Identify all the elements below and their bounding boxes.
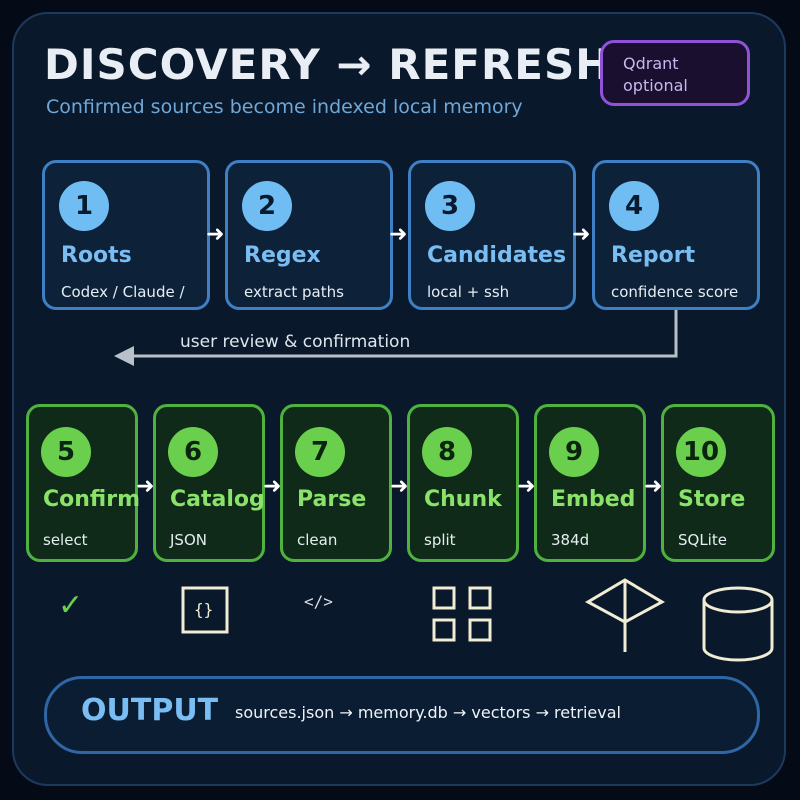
step-roots: 1 Roots Codex / Claude / [42,160,210,310]
step-name: Chunk [424,487,502,512]
flow-arrow-icon: ➜ [517,474,536,499]
badge-line-1: Qdrant [623,54,679,73]
flow-arrow-icon: ➜ [263,474,282,499]
step-regex: 2 Regex extract paths [225,160,393,310]
step-number: 1 [59,181,109,231]
flow-arrow-icon: ➜ [206,222,225,247]
step-number: 9 [549,427,599,477]
step-number: 10 [676,427,726,477]
output-flow: sources.json → memory.db → vectors → ret… [235,703,621,722]
flow-arrow-icon: ➜ [389,222,408,247]
step-description: split [424,531,456,549]
json-file-icon: {} [181,586,229,634]
step-name: Roots [61,243,132,268]
step-name: Candidates [427,243,567,268]
diagram-subtitle: Confirmed sources become indexed local m… [46,96,523,118]
diagram-frame [12,12,786,786]
step-description: select [43,531,88,549]
step-embed: 9 Embed 384d [534,404,646,562]
grid-icon [432,586,492,642]
qdrant-optional-badge: Qdrant optional [600,40,750,106]
json-glyph: {} [194,600,213,619]
diagram-title: DISCOVERY → REFRESH [44,40,612,89]
step-number: 2 [242,181,292,231]
step-catalog: 6 Catalog JSON [153,404,265,562]
review-return-arrow-icon [114,310,678,366]
step-description: extract paths [244,283,344,301]
step-chunk: 8 Chunk split [407,404,519,562]
flow-arrow-icon: ➜ [136,474,155,499]
step-candidates: 3 Candidates local + ssh [408,160,576,310]
step-name: Confirm [43,487,141,512]
step-store: 10 Store SQLite [661,404,775,562]
output-bar: OUTPUT sources.json → memory.db → vector… [44,676,760,754]
step-description: JSON [170,531,207,549]
step-description: Codex / Claude / [61,283,185,301]
step-number: 4 [609,181,659,231]
step-name: Report [611,243,696,268]
flow-arrow-icon: ➜ [390,474,409,499]
step-description: 384d [551,531,590,549]
step-number: 8 [422,427,472,477]
step-name: Store [678,487,746,512]
step-name: Embed [551,487,636,512]
step-description: SQLite [678,531,727,549]
code-icon: </> [304,592,333,611]
output-title: OUTPUT [81,693,219,728]
step-number: 6 [168,427,218,477]
step-description: clean [297,531,338,549]
step-report: 4 Report confidence score [592,160,760,310]
step-name: Parse [297,487,367,512]
step-description: local + ssh [427,283,510,301]
step-name: Regex [244,243,321,268]
step-number: 5 [41,427,91,477]
step-confirm: 5 Confirm select [26,404,141,562]
check-icon: ✓ [58,588,84,623]
database-icon [702,586,774,662]
step-number: 7 [295,427,345,477]
badge-line-2: optional [623,76,688,95]
flow-arrow-icon: ➜ [572,222,591,247]
step-description: confidence score [611,283,739,301]
step-name: Catalog [170,487,265,512]
step-parse: 7 Parse clean [280,404,392,562]
review-label: user review & confirmation [180,332,411,352]
step-number: 3 [425,181,475,231]
flow-arrow-icon: ➜ [644,474,663,499]
vector-icon [584,578,666,652]
